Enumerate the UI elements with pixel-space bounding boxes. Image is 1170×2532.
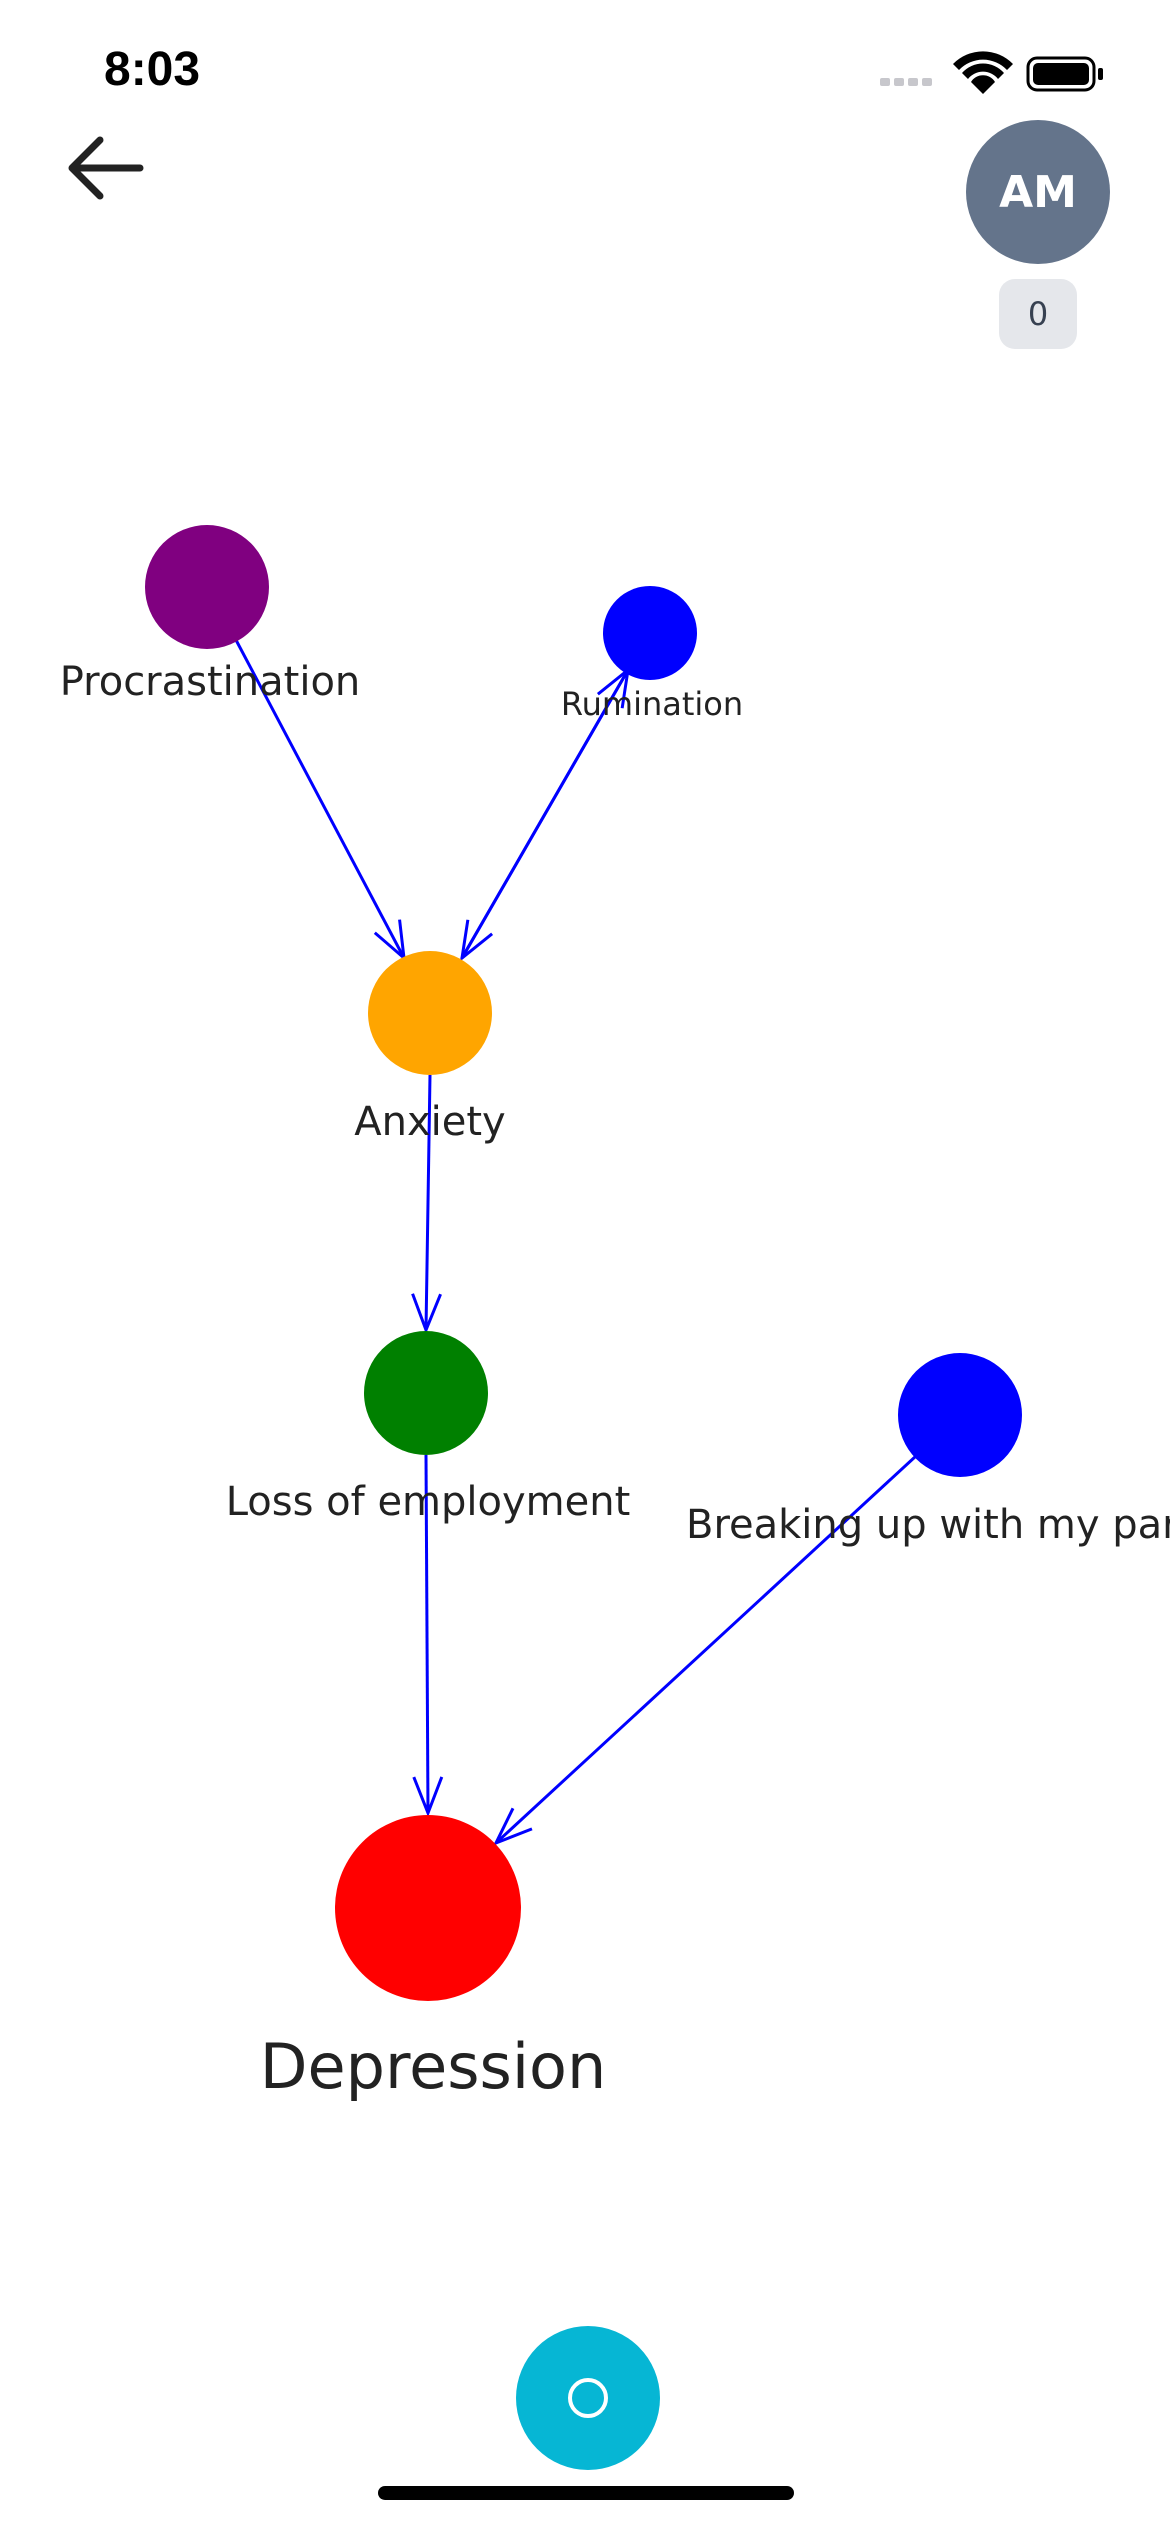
edge-loss-of-employment-depression xyxy=(426,1454,428,1813)
node-loss-of-employment[interactable] xyxy=(364,1331,488,1455)
status-icons xyxy=(880,51,1103,94)
count-badge: 0 xyxy=(999,279,1077,349)
battery-icon xyxy=(1026,56,1103,92)
node-anxiety[interactable] xyxy=(368,951,492,1075)
status-time: 8:03 xyxy=(104,43,201,96)
edge-breaking-up-depression xyxy=(496,1454,918,1843)
record-button[interactable] xyxy=(516,2326,660,2470)
edge-rumination-anxiety xyxy=(462,669,630,958)
home-indicator xyxy=(378,2486,794,2500)
avatar-initials: AM xyxy=(999,166,1077,218)
edge-anxiety-loss-of-employment xyxy=(426,1074,430,1330)
circle-outline-icon xyxy=(568,2378,608,2418)
node-rumination[interactable] xyxy=(603,586,697,680)
node-label-anxiety: Anxiety xyxy=(354,1099,505,1145)
arrow-left-icon xyxy=(68,136,144,200)
back-button[interactable] xyxy=(64,128,160,208)
user-avatar[interactable]: AM xyxy=(966,120,1110,264)
node-label-procrastination: Procrastination xyxy=(60,659,361,705)
node-depression[interactable] xyxy=(335,1815,521,2001)
node-label-loss-of-employment: Loss of employment xyxy=(226,1479,631,1525)
node-procrastination[interactable] xyxy=(145,525,269,649)
edge-procrastination-anxiety xyxy=(234,639,404,958)
node-label-rumination: Rumination xyxy=(561,685,743,723)
node-breaking-up[interactable] xyxy=(898,1353,1022,1477)
node-label-depression: Depression xyxy=(260,2030,607,2103)
cellular-signal-icon xyxy=(880,78,932,86)
node-label-breaking-up: Breaking up with my part xyxy=(686,1502,1170,1548)
wifi-icon xyxy=(953,51,1013,94)
